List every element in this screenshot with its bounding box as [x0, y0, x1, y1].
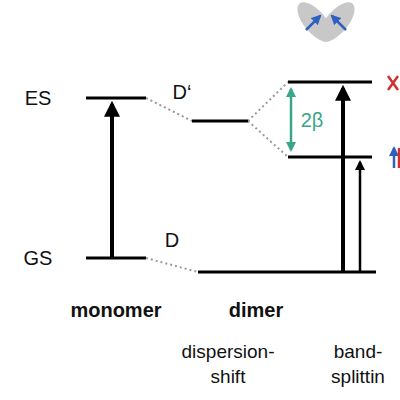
lower-exciton-level — [288, 156, 372, 159]
level-label: D — [157, 227, 187, 253]
weak-transition-arrow — [359, 162, 362, 272]
ground-state-level — [86, 257, 146, 260]
level-label: monomer — [61, 297, 171, 323]
level-label: band- splittin — [317, 340, 399, 389]
correlation-line — [248, 82, 288, 121]
level-label: D‘ — [162, 79, 202, 105]
correlation-line — [248, 121, 288, 157]
excited-state-level — [86, 97, 146, 100]
level-label: dispersion- shift — [173, 340, 283, 389]
absorption-arrow — [110, 104, 114, 258]
dipole-arrow — [398, 148, 400, 168]
level-label: ES — [18, 85, 58, 111]
splitting-arrow — [290, 89, 293, 150]
forbidden-mark — [388, 76, 398, 90]
dimer-illustration — [291, 0, 361, 47]
shifted-level — [192, 120, 248, 123]
correlation-line — [146, 258, 198, 272]
dimer-ground-level — [198, 271, 376, 274]
level-label: 2β — [292, 107, 332, 133]
level-label: GS — [18, 245, 58, 271]
level-label: dimer — [216, 297, 296, 323]
dipole-arrow — [393, 148, 396, 168]
upper-exciton-level — [288, 81, 372, 84]
allowed-transition-arrow — [341, 88, 345, 272]
